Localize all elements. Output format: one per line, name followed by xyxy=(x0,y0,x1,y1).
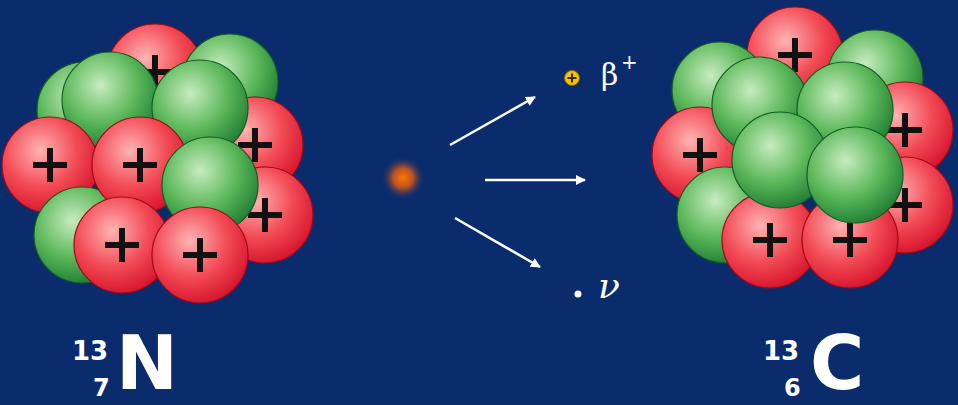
atomic-number: 6 xyxy=(784,376,801,400)
emission-arrow xyxy=(485,179,585,182)
proton-sphere xyxy=(152,207,248,303)
mass-number: 13 xyxy=(763,338,799,364)
element-symbol: C xyxy=(810,326,864,400)
mass-number: 13 xyxy=(72,338,108,364)
proton-charge xyxy=(833,223,867,257)
proton-charge xyxy=(33,148,67,182)
neutrino-dot xyxy=(575,291,582,298)
proton-charge xyxy=(123,148,157,182)
emission-arrow xyxy=(450,97,535,145)
decay-flash xyxy=(381,156,425,200)
proton-charge xyxy=(888,113,922,147)
positron-dot xyxy=(565,71,580,86)
positron-charge xyxy=(568,74,577,83)
particle-symbol: ν xyxy=(598,268,620,304)
neutron-sphere xyxy=(807,127,903,223)
nitrogen-nucleus xyxy=(2,24,313,303)
charge-sign: + xyxy=(621,52,638,72)
proton-charge xyxy=(683,138,717,172)
atomic-number: 7 xyxy=(93,376,110,400)
proton-charge xyxy=(105,228,139,262)
element-symbol: N xyxy=(116,326,178,400)
proton-charge xyxy=(753,223,787,257)
carbon-nucleus xyxy=(652,7,953,288)
particle-symbol: β xyxy=(601,60,618,90)
proton-charge xyxy=(183,238,217,272)
emission-arrow xyxy=(455,218,540,267)
